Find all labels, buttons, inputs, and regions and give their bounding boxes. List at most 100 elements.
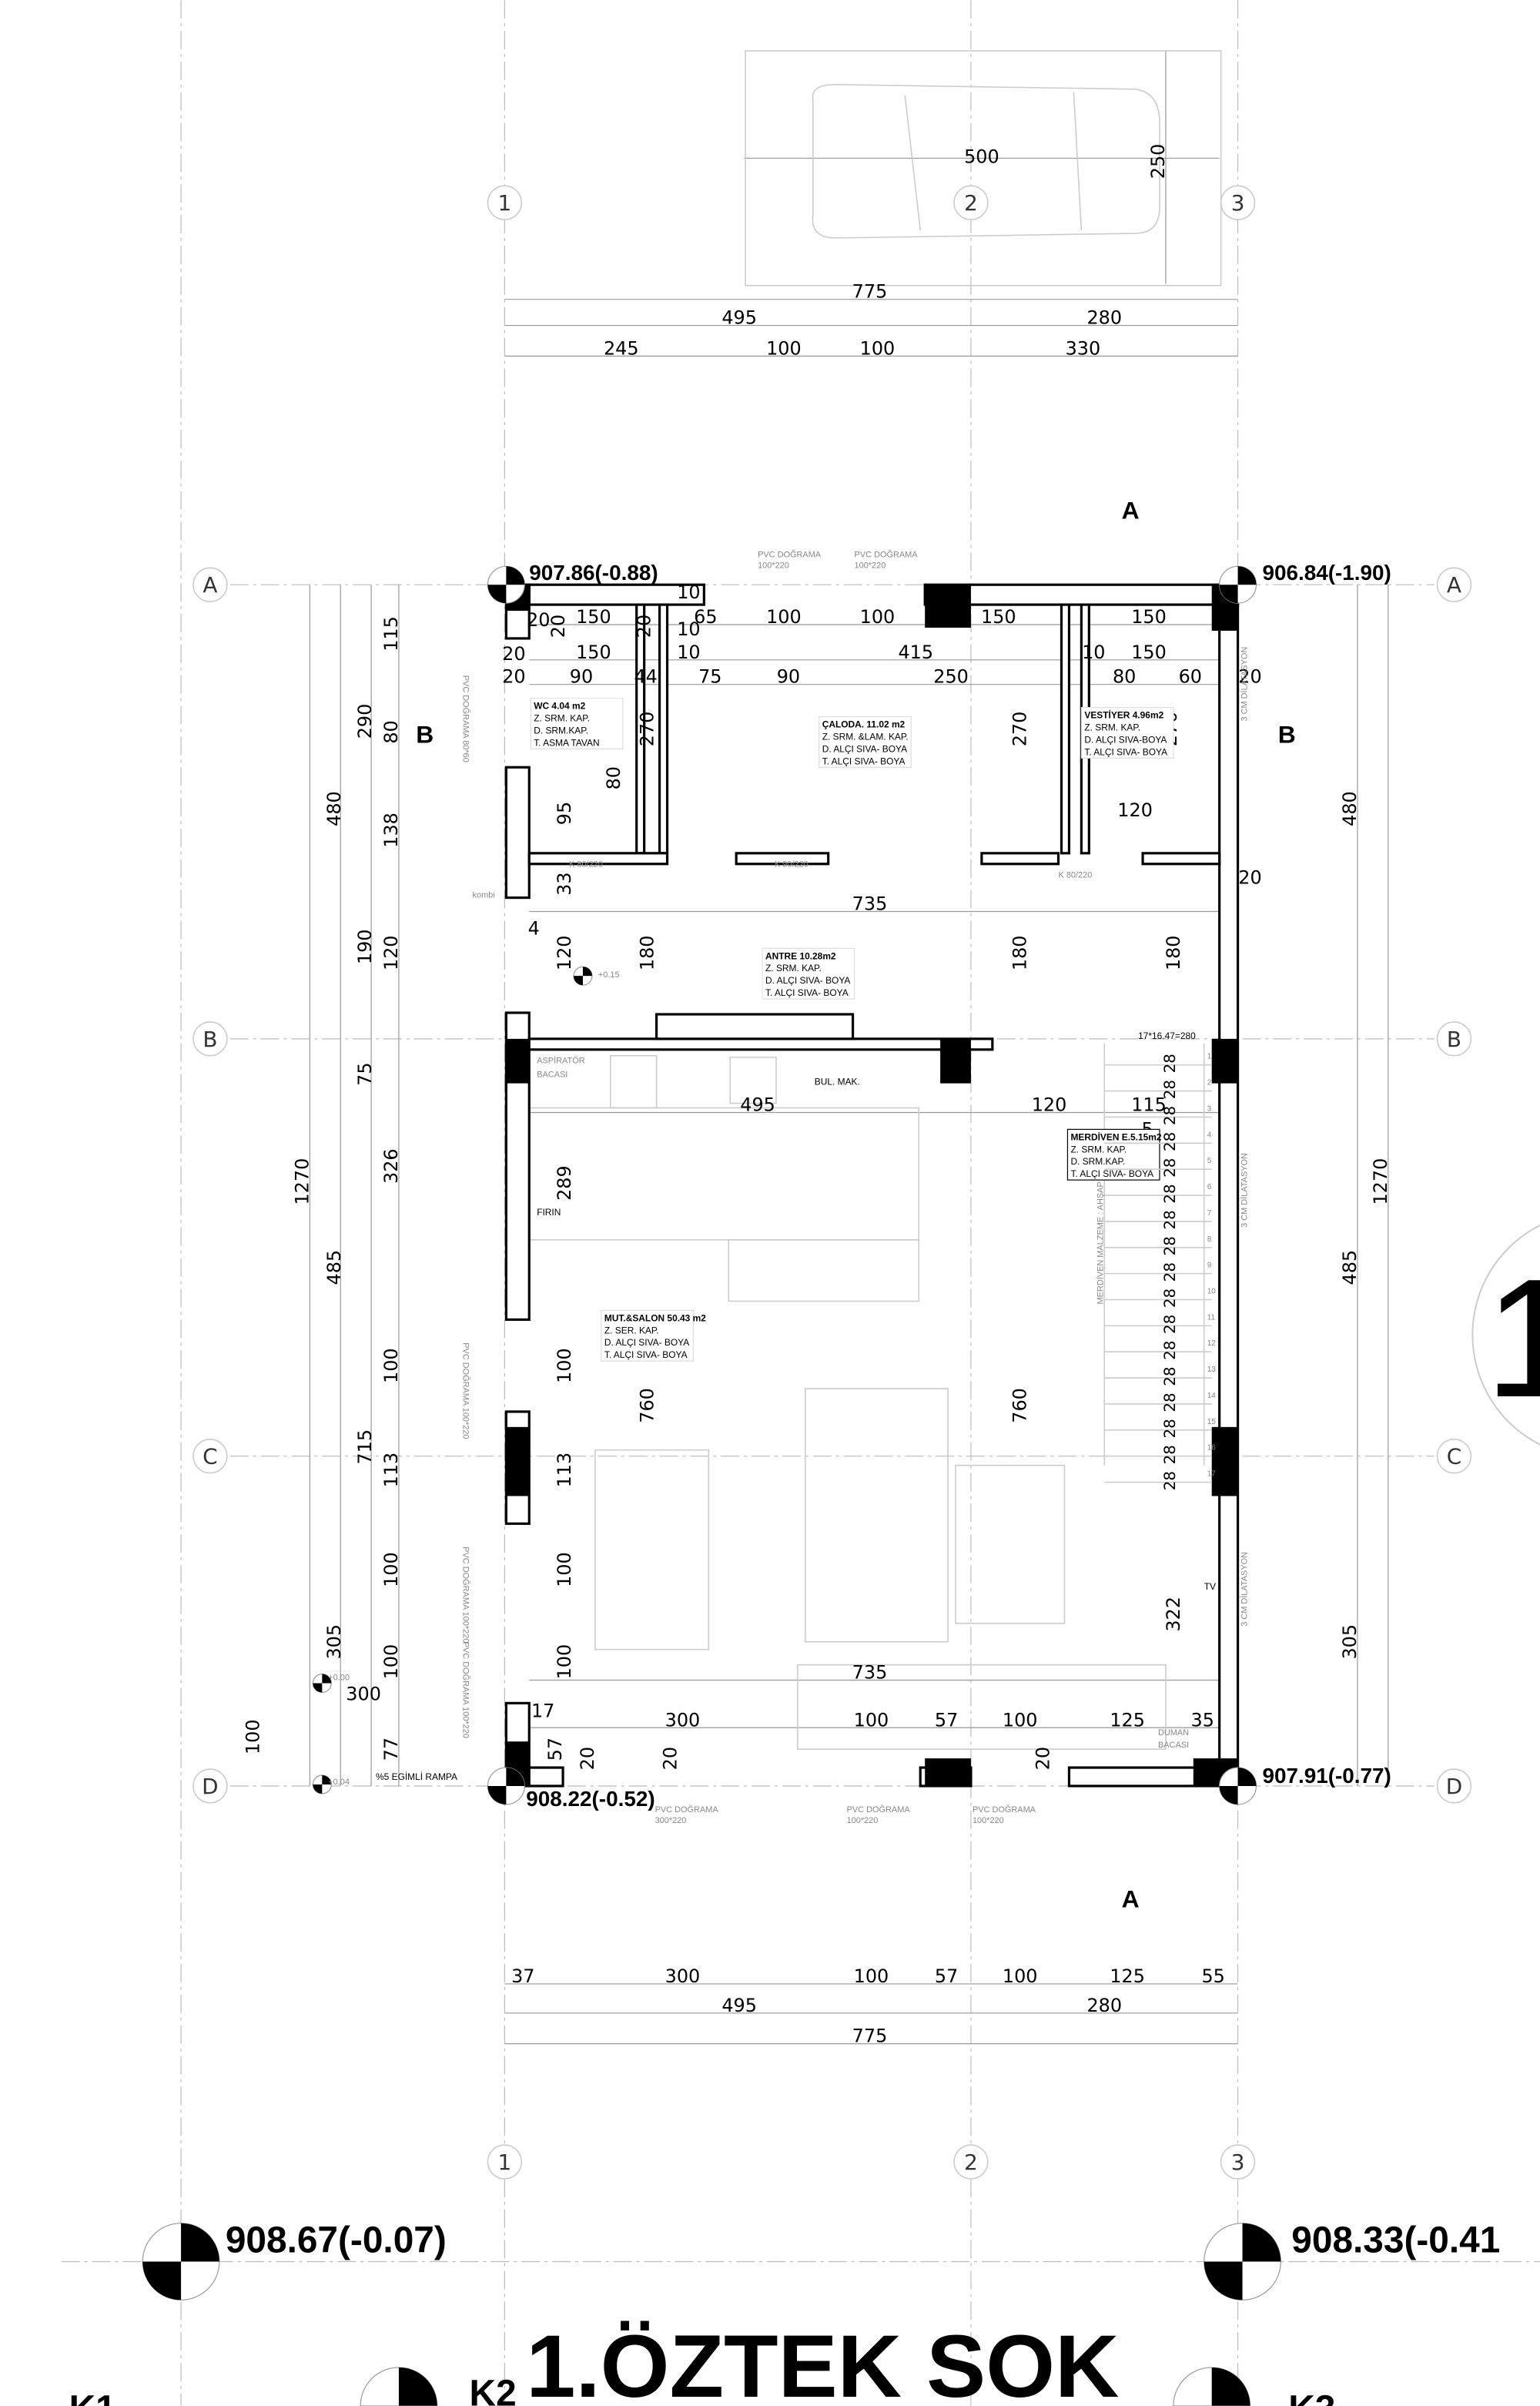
axis-label: 2 bbox=[964, 2150, 978, 2175]
annotation-text: BACASI bbox=[537, 1071, 567, 1080]
dimension-label: 1270 bbox=[1370, 1158, 1391, 1205]
elevation-top-left: 907.86(-0.88) bbox=[529, 561, 658, 585]
parking-space bbox=[745, 50, 1222, 287]
stair-step-number: 8 bbox=[1207, 1235, 1212, 1244]
annotation-text: K 90/220 bbox=[775, 860, 808, 870]
dimension-label: 125 bbox=[1110, 1709, 1145, 1731]
dimension-label: 120 bbox=[1032, 1094, 1067, 1115]
stair-step-number: 5 bbox=[1207, 1157, 1212, 1165]
room-name: VESTİYER 4.96m2 bbox=[1084, 709, 1163, 721]
dimension-label: 322 bbox=[1163, 1597, 1184, 1632]
dimension-label: 485 bbox=[323, 1250, 345, 1285]
stair-tread-dimension: 28 bbox=[1161, 1419, 1179, 1438]
annotation-text: PVC DOĞRAMA bbox=[758, 549, 822, 559]
annotation-text: PVC DOĞRAMA bbox=[847, 1804, 911, 1815]
dimension-label: 125 bbox=[1110, 1965, 1145, 1987]
dimension-label: 20 bbox=[502, 643, 525, 665]
stair-tread-dimension: 28 bbox=[1161, 1210, 1179, 1229]
axis-label: A bbox=[203, 572, 217, 598]
annotation-text: %5 EGİMLİ RAMPA bbox=[376, 1771, 457, 1782]
sheet-number: 1 bbox=[1485, 1245, 1540, 1433]
dimension-label: 760 bbox=[1009, 1388, 1031, 1423]
dimension-label: 180 bbox=[1163, 935, 1184, 970]
dimension-label: 57 bbox=[544, 1737, 566, 1761]
elevation-bottom-left: 908.22(-0.52) bbox=[526, 1787, 654, 1811]
parcel-label-k2: K2 bbox=[470, 2374, 517, 2406]
section-marker-b-right: B bbox=[1278, 720, 1296, 748]
dimension-label: 77 bbox=[380, 1737, 402, 1761]
dimension-label: 100 bbox=[380, 1644, 402, 1680]
dimension-label: 180 bbox=[637, 935, 658, 970]
dimension-label: 245 bbox=[604, 337, 639, 359]
axis-label: D bbox=[1446, 1774, 1462, 1799]
annotation-text: +0.04 bbox=[328, 1778, 350, 1787]
stair-step-number: 15 bbox=[1207, 1418, 1217, 1426]
dimension-label: 120 bbox=[554, 935, 575, 970]
axis-label: D bbox=[202, 1774, 218, 1799]
dimension-label: 90 bbox=[570, 666, 593, 688]
dimension-label: 100 bbox=[854, 1709, 889, 1731]
stair-tread-dimension: 28 bbox=[1161, 1366, 1179, 1386]
dimension-label: 20 bbox=[1033, 1747, 1054, 1770]
stair-tread-dimension: 28 bbox=[1161, 1288, 1179, 1308]
dimension-label: 120 bbox=[380, 935, 402, 970]
dimension-label: 100 bbox=[766, 606, 802, 628]
stair-tread-dimension: 28 bbox=[1161, 1262, 1179, 1282]
annotation-text: PVC DOĞRAMA 100*220 bbox=[461, 1642, 471, 1738]
axis-label: 2 bbox=[964, 190, 978, 216]
room-name: WC 4.04 m2 bbox=[534, 701, 585, 712]
dimension-label: 75 bbox=[354, 1062, 376, 1085]
dimension-label: 113 bbox=[554, 1453, 575, 1488]
dimension-label: 485 bbox=[1339, 1250, 1361, 1285]
dimension-label: 100 bbox=[854, 1965, 889, 1987]
annotation-text: PVC DOĞRAMA bbox=[855, 549, 919, 559]
stair-tread-dimension: 28 bbox=[1161, 1445, 1179, 1464]
stair-step-number: 12 bbox=[1207, 1339, 1217, 1348]
room-name: MERDİVEN E.5.15m2 bbox=[1070, 1131, 1161, 1142]
axis-label: C bbox=[203, 1444, 217, 1469]
stair-tread-dimension: 28 bbox=[1161, 1236, 1179, 1255]
stair-tread-dimension: 28 bbox=[1161, 1054, 1179, 1073]
dimension-label: 113 bbox=[380, 1453, 402, 1488]
dimension-label: 33 bbox=[554, 872, 575, 895]
dimension-label: 300 bbox=[346, 1683, 381, 1704]
dimension-label: 495 bbox=[740, 1094, 775, 1115]
dimension-label: 300 bbox=[665, 1965, 701, 1987]
dimension-label: 100 bbox=[860, 606, 896, 628]
room-name: MUT.&SALON 50.43 m2 bbox=[604, 1312, 706, 1323]
room-floor-finish: Z. SER. KAP. bbox=[604, 1325, 659, 1335]
dimension-label: 500 bbox=[964, 146, 999, 167]
dimension-label: 44 bbox=[634, 666, 657, 688]
dimension-label: 715 bbox=[354, 1429, 376, 1465]
annotation-text: BACASI bbox=[1158, 1741, 1189, 1750]
dimension-label: 289 bbox=[554, 1165, 575, 1201]
annotation-text: kombi bbox=[473, 891, 495, 900]
annotation-text: BUL. MAK. bbox=[815, 1077, 860, 1087]
dimension-label: 115 bbox=[1131, 1094, 1167, 1115]
dimension-label: 775 bbox=[852, 2026, 888, 2047]
stair-tread-dimension: 28 bbox=[1161, 1080, 1179, 1099]
dimension-label: 330 bbox=[1066, 337, 1101, 359]
dimension-label: 100 bbox=[380, 1552, 402, 1587]
elevation-top-right: 906.84(-1.90) bbox=[1262, 561, 1391, 585]
dimension-label: 95 bbox=[554, 802, 575, 825]
annotation-text: PVC DOĞRAMA 80*60 bbox=[461, 675, 471, 762]
room-ceiling-finish: T. ALÇI SIVA- BOYA bbox=[1084, 746, 1167, 757]
street-title: 1.ÖZTEK SOK bbox=[526, 2317, 1119, 2406]
annotation-text: 17*16.47=280 bbox=[1138, 1030, 1196, 1041]
dimension-label: 100 bbox=[380, 1348, 402, 1383]
annotation-text: 3 CM DİLATASYON bbox=[1240, 1552, 1250, 1627]
room-ceiling-finish: T. ASMA TAVAN bbox=[534, 737, 599, 748]
room-wall-finish: D. ALÇI SIVA- BOYA bbox=[765, 975, 850, 986]
dimension-label: 150 bbox=[1131, 642, 1167, 663]
stair-tread-dimension: 28 bbox=[1161, 1106, 1179, 1125]
stair-step-number: 11 bbox=[1207, 1313, 1216, 1322]
axis-label: 3 bbox=[1231, 190, 1245, 216]
annotation-text: +0.00 bbox=[328, 1674, 350, 1683]
annotation-text: K 80/220 bbox=[569, 860, 603, 870]
